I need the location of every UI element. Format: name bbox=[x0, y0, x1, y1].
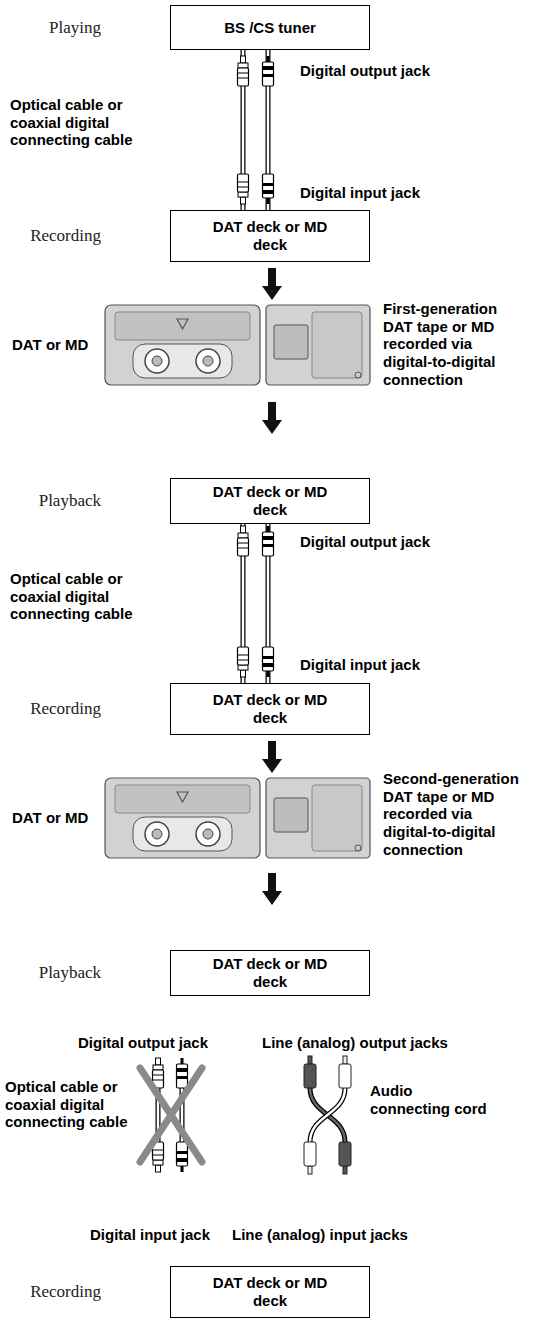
cross-mark bbox=[140, 1068, 202, 1162]
deck-box: PlaybackDAT deck or MD deck bbox=[170, 950, 370, 996]
callout-label: Digital output jack bbox=[300, 533, 430, 551]
stage-heading: Playback bbox=[39, 963, 101, 983]
box-label: DAT deck or MD deck bbox=[208, 483, 332, 519]
deck-box: PlayingBS /CS tuner bbox=[170, 5, 370, 50]
callout-label: DAT or MD bbox=[12, 809, 88, 827]
cross-mark bbox=[140, 1068, 202, 1162]
box-label: DAT deck or MD deck bbox=[208, 691, 332, 727]
stage-heading: Playing bbox=[49, 17, 101, 37]
callout-label: Line (analog) output jacks bbox=[262, 1034, 448, 1052]
box-label: BS /CS tuner bbox=[208, 19, 332, 37]
stage-heading: Recording bbox=[30, 699, 101, 719]
callout-label: Digital input jack bbox=[300, 184, 420, 202]
callout-label: Digital input jack bbox=[90, 1226, 210, 1244]
deck-box: RecordingDAT deck or MD deck bbox=[170, 1266, 370, 1318]
callout-label: Optical cable or coaxial digital connect… bbox=[10, 570, 150, 623]
callout-label: Digital input jack bbox=[300, 656, 420, 674]
stage-heading: Recording bbox=[30, 1282, 101, 1302]
stage-heading: Recording bbox=[30, 226, 101, 246]
deck-box: RecordingDAT deck or MD deck bbox=[170, 683, 370, 735]
box-label: DAT deck or MD deck bbox=[208, 218, 332, 254]
media-illustration bbox=[105, 268, 370, 905]
callout-label: DAT or MD bbox=[12, 336, 88, 354]
box-label: DAT deck or MD deck bbox=[208, 955, 332, 991]
callout-label: Line (analog) input jacks bbox=[232, 1226, 408, 1244]
callout-label: Optical cable or coaxial digital connect… bbox=[10, 96, 150, 149]
callout-label: Second-generation DAT tape or MD recorde… bbox=[383, 770, 523, 858]
callout-label: First-generation DAT tape or MD recorded… bbox=[383, 300, 523, 388]
stage-heading: Playback bbox=[39, 491, 101, 511]
callout-label: Optical cable or coaxial digital connect… bbox=[5, 1078, 137, 1131]
box-label: DAT deck or MD deck bbox=[208, 1274, 332, 1310]
deck-box: PlaybackDAT deck or MD deck bbox=[170, 478, 370, 524]
callout-label: Digital output jack bbox=[300, 62, 430, 80]
callout-label: Audio connecting cord bbox=[370, 1082, 495, 1117]
deck-box: RecordingDAT deck or MD deck bbox=[170, 210, 370, 262]
callout-label: Digital output jack bbox=[78, 1034, 208, 1052]
